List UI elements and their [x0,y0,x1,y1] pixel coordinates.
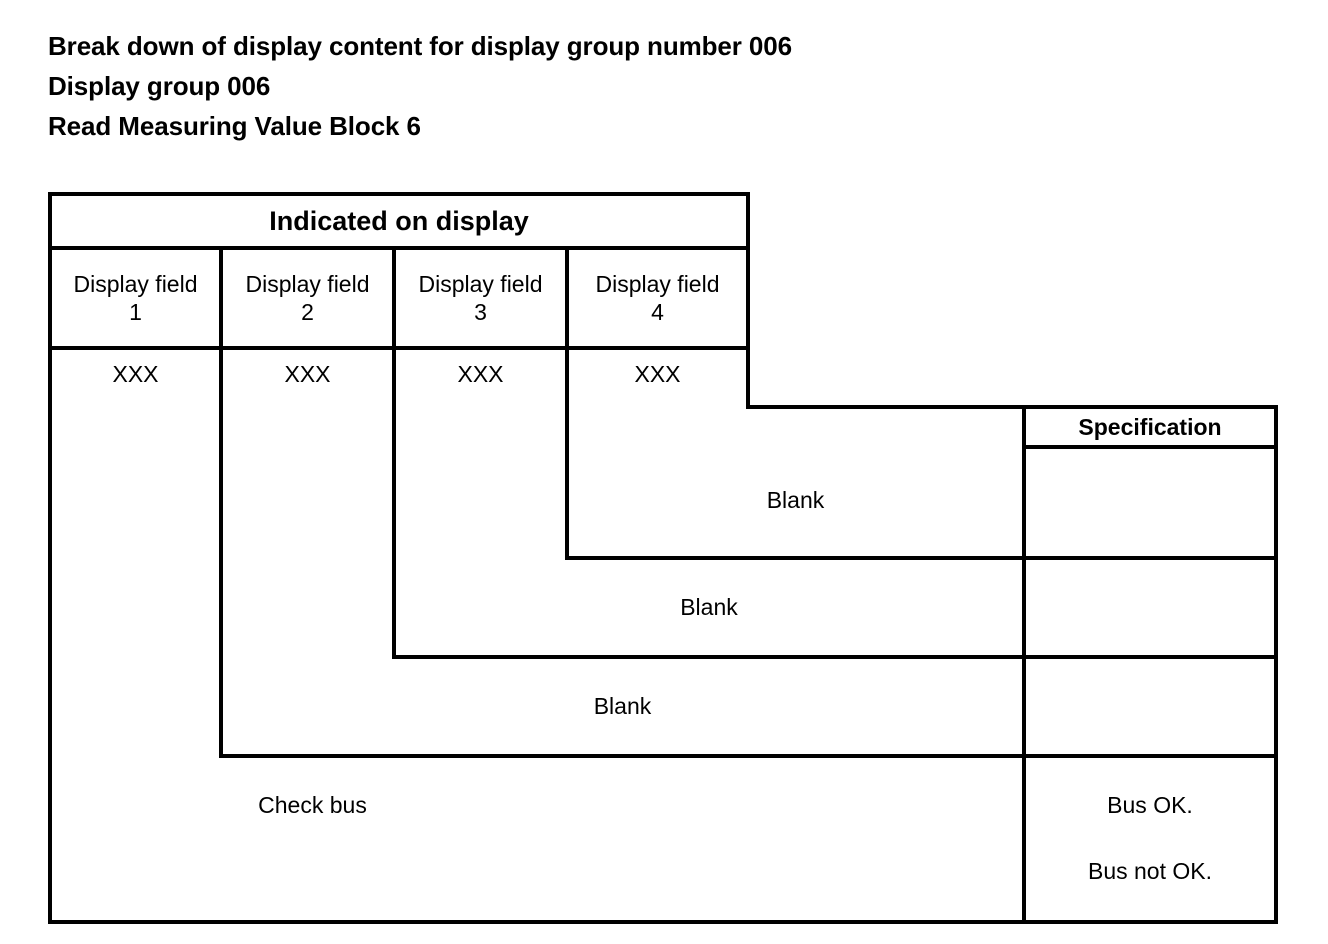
display-field-3-number: 3 [474,299,487,325]
display-field-1-number: 1 [129,299,142,325]
row-1-description: Blank [766,487,825,513]
display-field-2-label: Display field [245,271,370,297]
border-left [48,192,52,924]
display-field-4-number: 4 [651,299,664,325]
row-4-description: Check bus [258,792,367,818]
border-under-field-names [48,346,750,350]
row-2-specification [1026,560,1274,653]
display-field-2-number: 2 [301,299,314,325]
heading-line-3: Read Measuring Value Block 6 [48,111,421,141]
row-3-specification [1026,659,1274,752]
display-field-3-header: Display field 3 [396,250,565,346]
document-heading: Break down of display content for displa… [48,26,1288,146]
display-field-1-label: Display field [73,271,198,297]
divider-specification [1022,405,1026,924]
row-4-specification-bus-ok: Bus OK. [1107,792,1193,818]
border-under-group-header [48,246,750,250]
divider-field-2 [392,246,396,659]
row-3-description: Blank [593,693,652,719]
spec-column-header: Specification [1078,414,1222,440]
display-field-1-value: XXX [112,361,159,387]
divider-field-3 [565,246,569,560]
display-field-3-label: Display field [418,271,543,297]
display-field-2-header: Display field 2 [223,250,392,346]
border-right [1274,405,1278,924]
row-1-specification [1026,449,1274,554]
row-4-specification-bus-not-ok: Bus not OK. [1087,858,1212,884]
border-under-spec-header [1022,445,1278,449]
display-field-4-label: Display field [595,271,720,297]
display-field-4-header: Display field 4 [569,250,746,346]
heading-line-2: Display group 006 [48,71,271,101]
heading-line-1: Break down of display content for displa… [48,31,792,61]
display-field-3-value: XXX [457,361,504,387]
divider-field-4 [746,192,750,409]
border-step-2 [567,556,1278,560]
border-step-3 [394,655,1278,659]
display-field-4-value: XXX [634,361,681,387]
border-step-1 [746,405,1278,409]
row-2-description: Blank [680,594,738,620]
display-field-1-header: Display field 1 [52,250,219,346]
group-header-indicated-on-display: Indicated on display [269,206,529,236]
border-bottom [48,920,1278,924]
border-step-4 [221,754,1278,758]
border-top [48,192,750,196]
divider-field-1 [219,246,223,758]
display-field-2-value: XXX [284,361,331,387]
